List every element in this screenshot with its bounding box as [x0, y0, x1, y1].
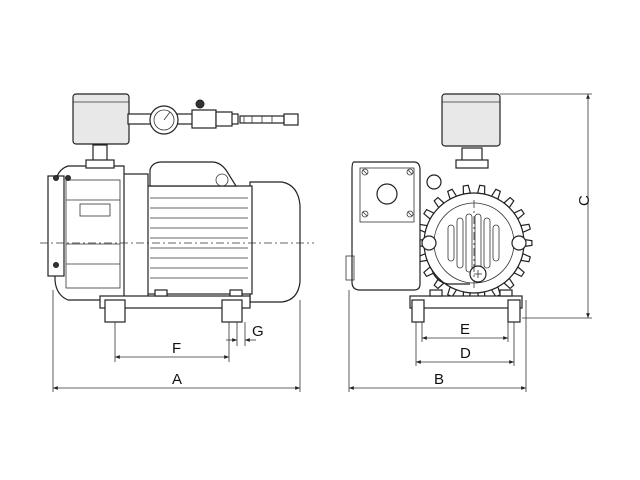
side-view — [40, 93, 314, 323]
base-plate-front — [409, 295, 523, 309]
oil-reservoir — [72, 93, 130, 145]
foot-left — [104, 299, 126, 323]
label-g: G — [252, 323, 264, 340]
front-view-dimensions — [348, 93, 592, 392]
pump-housing-inner — [65, 179, 121, 289]
oil-reservoir-front — [441, 93, 501, 147]
label-c: C — [576, 195, 593, 206]
foot-right — [221, 299, 243, 323]
fan-grille — [447, 213, 500, 273]
front-view — [345, 93, 533, 323]
valve-body — [191, 109, 217, 129]
terminal-box — [149, 161, 238, 187]
base-plate — [99, 295, 251, 309]
pipe-manifold — [127, 113, 239, 125]
terminal-box-screws — [361, 168, 414, 218]
valve-handle-icon — [195, 99, 205, 109]
cable-gland — [215, 173, 229, 187]
label-b: B — [434, 371, 444, 388]
motor-cooling-fins — [150, 197, 248, 279]
pump-housing — [54, 165, 125, 301]
hose-connector — [283, 113, 299, 126]
front-cover — [47, 175, 65, 277]
label-e: E — [460, 321, 470, 338]
foot-front-right — [507, 299, 521, 323]
label-f: F — [172, 340, 181, 357]
motor-fan-cover — [249, 181, 301, 303]
cable-entry-icon — [376, 183, 398, 205]
motor-body — [145, 185, 253, 295]
lifting-eye-icon — [426, 174, 442, 190]
terminal-box-front — [351, 161, 421, 291]
motor-flange — [121, 173, 149, 305]
label-a: A — [172, 371, 182, 388]
label-d: D — [460, 345, 471, 362]
foot-front-left — [411, 299, 425, 323]
side-view-dimensions — [52, 290, 301, 392]
